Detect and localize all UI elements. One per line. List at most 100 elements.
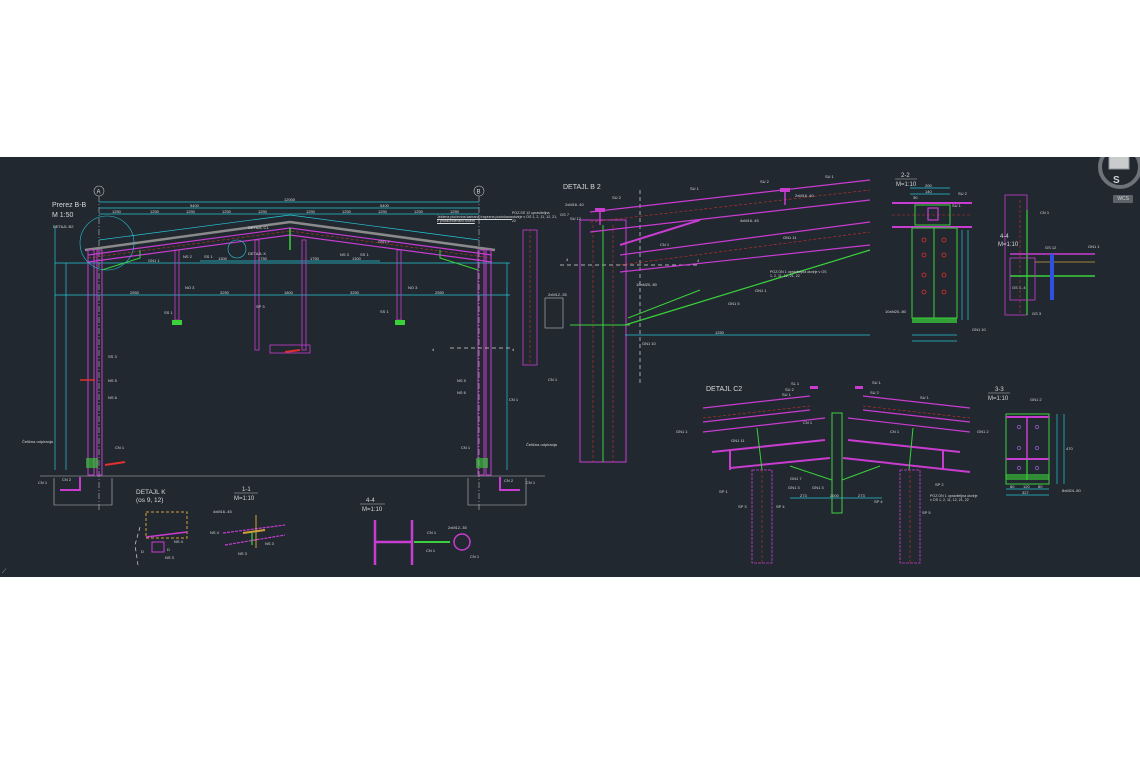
drawing-label: GN1 1 bbox=[1088, 244, 1100, 249]
pos-note-gn1: POZ.GN 1 upraviteljna okvirje v OS 1, 2,… bbox=[770, 270, 827, 279]
drawing-label: SU 1 bbox=[825, 174, 835, 179]
drawing-label: SU 2 bbox=[760, 179, 770, 184]
pos-note-c2: POZ.GN 1 upraviteljna okvirje v OS 1, 2,… bbox=[930, 494, 978, 503]
drawing-label: SU 2 bbox=[612, 195, 622, 200]
drawing-label: NS 3 bbox=[165, 555, 175, 560]
drawing-label: 2550 bbox=[130, 290, 140, 295]
drawing-label: SP 5 bbox=[922, 510, 931, 515]
drawing-label: SU 1 bbox=[952, 203, 962, 208]
section-2-2: 2-2 M=1:10 200 140 30 SU 2 SU 1 10xM20..… bbox=[885, 173, 987, 342]
drawing-label: CN 1 bbox=[1040, 210, 1050, 215]
drawing-canvas[interactable]: Prerez B-B M 1:50 A B 12000 5400 5400 12… bbox=[0, 157, 1140, 577]
detail-c2: DETAJL C2 273 2000 273 SL 1 SU 2 SU 1 SU… bbox=[676, 380, 989, 564]
drawing-label: NS 2 bbox=[183, 254, 193, 259]
drawing-label: SS 1 bbox=[164, 310, 173, 315]
detail-b2-title: DETAJL B 2 bbox=[563, 184, 601, 191]
drawing-label: 470 bbox=[1066, 446, 1073, 451]
drawing-label: SP 4 bbox=[776, 504, 785, 509]
drawing-label: CN 1 bbox=[427, 530, 437, 535]
drawing-label: SU 1 bbox=[920, 395, 930, 400]
drawing-label: SP 2 bbox=[935, 482, 944, 487]
drawing-label: CN 1 bbox=[660, 242, 670, 247]
drawing-label: GS 3 bbox=[1032, 311, 1042, 316]
drawing-label: 273 bbox=[858, 493, 865, 498]
drawing-label: 2xM16..40 bbox=[795, 193, 814, 198]
drawing-label: CN 1 bbox=[115, 445, 125, 450]
drawing-label: DETAJL K bbox=[248, 251, 267, 256]
drawing-label: 8xM24..80 bbox=[1062, 488, 1081, 493]
drawing-label: 4-4 bbox=[366, 498, 375, 504]
drawing-label: M=1:10 bbox=[234, 496, 255, 502]
drawing-label: 1250 bbox=[222, 209, 232, 214]
dim-segments: 1250 1250 1250 1250 1250 1250 1250 1250 … bbox=[112, 209, 460, 214]
svg-text:4: 4 bbox=[697, 258, 700, 263]
drawing-label: GS 1..4 bbox=[1012, 285, 1026, 290]
drawing-label: SP 3 bbox=[738, 504, 747, 509]
grid-label-a: A bbox=[97, 190, 101, 196]
drawing-label: GN1 1 bbox=[676, 429, 688, 434]
drawing-label: GN1 2 bbox=[378, 239, 390, 244]
viewcube[interactable]: S bbox=[1094, 157, 1140, 197]
drawing-label: CN 1 bbox=[548, 377, 558, 382]
drawing-label: 1250 bbox=[450, 209, 460, 214]
drawing-label: NS 6 bbox=[457, 390, 467, 395]
drawing-label: 4-4 bbox=[1000, 234, 1009, 240]
section-4-4-right: 4-4 M=1:10 CN 1 GS 12 GN1 1 GS 1..4 GS 3 bbox=[998, 194, 1100, 316]
section-bb: Prerez B-B M 1:50 A B 12000 5400 5400 12… bbox=[22, 185, 558, 510]
drawing-label: 1250 bbox=[414, 209, 424, 214]
drawing-label: GN1 1 bbox=[755, 288, 767, 293]
section-1-1: 1-1 M=1:10 4xM16..45 NS 4 NS 3 NS 3 bbox=[210, 487, 286, 556]
drawing-label: GN1 2 bbox=[977, 429, 989, 434]
drawing-label: 80 bbox=[1010, 484, 1015, 489]
drawing-label: SL 1 bbox=[791, 381, 800, 386]
drawing-label: 4xM16..45 bbox=[740, 218, 759, 223]
drawing-label: NS 6 bbox=[108, 395, 118, 400]
drawing-label: GN1 10 bbox=[972, 327, 987, 332]
drawing-label: NS 3 bbox=[238, 551, 248, 556]
svg-text:4: 4 bbox=[432, 347, 435, 352]
drawing-label: 3-3 bbox=[995, 387, 1004, 393]
drawing-label: 120 bbox=[1023, 484, 1030, 489]
drawing-label: 1750 bbox=[310, 256, 320, 261]
drawing-label: 1250 bbox=[186, 209, 196, 214]
roof-note: Jeklena pločevina karirana trapezna poci… bbox=[437, 215, 512, 224]
drawing-label: SU 2 bbox=[958, 191, 968, 196]
drawing-label: SU 1 bbox=[690, 186, 700, 191]
drawing-label: CN 1 bbox=[526, 480, 536, 485]
drawing-label: 2000 bbox=[830, 493, 840, 498]
drawing-label: GN1 1 bbox=[148, 258, 160, 263]
dimension-lines bbox=[54, 201, 510, 470]
drawing-label: 10xM20..80 bbox=[636, 282, 658, 287]
drawing-label: DETAJL K bbox=[136, 489, 166, 496]
drawing-label: 1-1 bbox=[242, 487, 251, 493]
drawing-label: D bbox=[141, 549, 144, 554]
drawing-label: D bbox=[167, 547, 170, 552]
drawing-label: 10xM20..80 bbox=[885, 309, 907, 314]
drawing-label: CN 1 bbox=[38, 480, 48, 485]
cad-drawing-viewport[interactable]: Prerez B-B M 1:50 A B 12000 5400 5400 12… bbox=[0, 157, 1140, 577]
drawing-label: 4xM16..45 bbox=[213, 509, 232, 514]
section-3-3: 3-3 M=1:10 80 120 80 327 470 GN1 2 8xM24… bbox=[988, 387, 1081, 496]
grid-label-b: B bbox=[477, 190, 481, 196]
drawing-label: SU 12 bbox=[570, 216, 582, 221]
drawing-label: 273 bbox=[800, 493, 807, 498]
drawing-label: GN1 10 bbox=[642, 341, 657, 346]
drawing-label: NS 5 bbox=[457, 378, 467, 383]
drawing-label: SU 2 bbox=[870, 390, 880, 395]
drawing-label: 1250 bbox=[342, 209, 352, 214]
ucs-label: WCS bbox=[1117, 196, 1129, 202]
drawing-label: 1800 bbox=[284, 290, 294, 295]
viewcube-direction[interactable]: S bbox=[1113, 175, 1120, 186]
drawing-label: GN1 11 bbox=[731, 438, 745, 443]
drawing-label: SS 1 bbox=[360, 252, 369, 257]
ucs-menu-button[interactable]: WCS bbox=[1113, 195, 1133, 203]
drawing-label: GN1 2 bbox=[1030, 397, 1042, 402]
dim-total: 12000 bbox=[284, 197, 296, 202]
drawing-label: M=1:10 bbox=[988, 396, 1009, 402]
drawing-label: CN 1 bbox=[461, 445, 471, 450]
drawing-label: SU 1 bbox=[782, 392, 792, 397]
drawing-label: CN 2 bbox=[504, 478, 514, 483]
drawing-label: 1250 bbox=[258, 209, 268, 214]
drawing-label: GN1 5 bbox=[728, 301, 740, 306]
